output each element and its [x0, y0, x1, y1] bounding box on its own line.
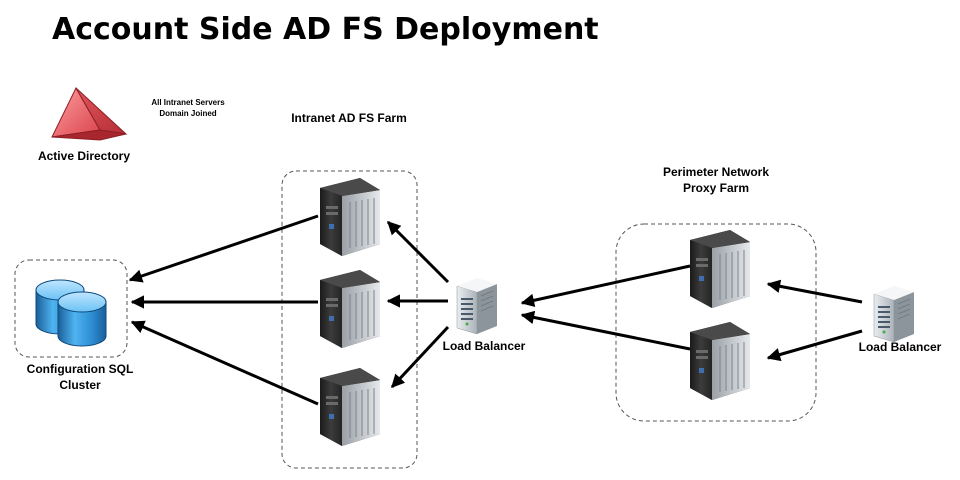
- active-directory-pyramid-icon: [51, 86, 128, 141]
- arrow-server3-to-sql: [130, 320, 319, 406]
- perimeter-farm-box: [615, 223, 817, 422]
- arrow-server1-to-sql: [128, 214, 319, 283]
- diagram-title: Account Side AD FS Deployment: [52, 12, 599, 47]
- sql-cluster-label-line1: Configuration SQL: [27, 362, 134, 376]
- domain-joined-note-line2: Domain Joined: [159, 109, 216, 118]
- sql-database-2-icon: [57, 291, 107, 347]
- perimeter-load-balancer-label: Load Balancer: [859, 340, 942, 354]
- intranet-farm-label: Intranet AD FS Farm: [291, 111, 407, 125]
- active-directory-label: Active Directory: [38, 149, 130, 163]
- intranet-server-3-icon: [319, 367, 381, 447]
- proxy-server-1-icon: [689, 229, 751, 309]
- domain-joined-note-line1: All Intranet Servers: [151, 98, 225, 107]
- arrow-lb-to-server1: [386, 220, 450, 284]
- intranet-server-2-icon: [319, 269, 381, 349]
- perimeter-load-balancer-icon: [873, 285, 915, 343]
- arrow-proxy1-to-lb: [520, 264, 691, 307]
- arrow-plb-to-proxy1: [766, 279, 863, 304]
- arrow-plb-to-proxy2: [766, 329, 863, 362]
- arrow-lb-to-server3: [390, 325, 450, 389]
- intranet-server-1-icon: [319, 177, 381, 257]
- perimeter-farm-label-line2: Proxy Farm: [683, 181, 749, 195]
- arrow-proxy2-to-lb: [520, 310, 691, 351]
- sql-cluster-box: [14, 259, 128, 358]
- perimeter-farm-label-line1: Perimeter Network: [663, 165, 769, 179]
- intranet-load-balancer-label: Load Balancer: [443, 339, 526, 353]
- proxy-server-2-icon: [689, 321, 751, 401]
- intranet-load-balancer-icon: [456, 277, 498, 335]
- sql-cluster-label-line2: Cluster: [59, 378, 101, 392]
